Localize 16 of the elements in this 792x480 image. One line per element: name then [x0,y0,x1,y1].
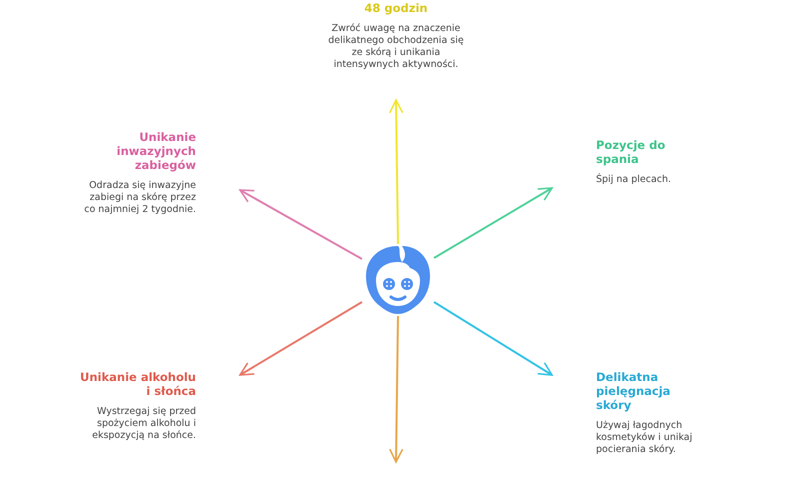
description: Używaj łagodnych kosmetyków i unikaj pocierania skóry. [596,420,694,456]
arrow [433,301,553,376]
arrow [434,187,553,259]
arrow [239,301,363,376]
arrow [388,316,404,463]
description: Odradza się inwazyjne zabiegi na skórę przez co najmniej 2 tygodnie. [83,180,196,216]
description: Śpij na plecach. [596,174,672,186]
heading: Unikanie alkoholu i słońca [79,370,196,398]
description: Wystrzegaj się przed spożyciem alkoholu i ekspozycją na słońce. [91,406,196,442]
description: Zwróć uwagę na znaczenie delikatnego obchodzenia się ze skórą i unikania intensywnych aktywności. [327,23,465,71]
heading: Pozycje do spania [596,138,666,166]
heading: Unikanie inwazyjnych zabiegów [116,130,196,172]
arrow [239,189,362,260]
heading: 48 godzin [364,1,428,15]
heading: Delikatna pielęgnacja skóry [596,370,672,412]
arrow [388,99,404,244]
